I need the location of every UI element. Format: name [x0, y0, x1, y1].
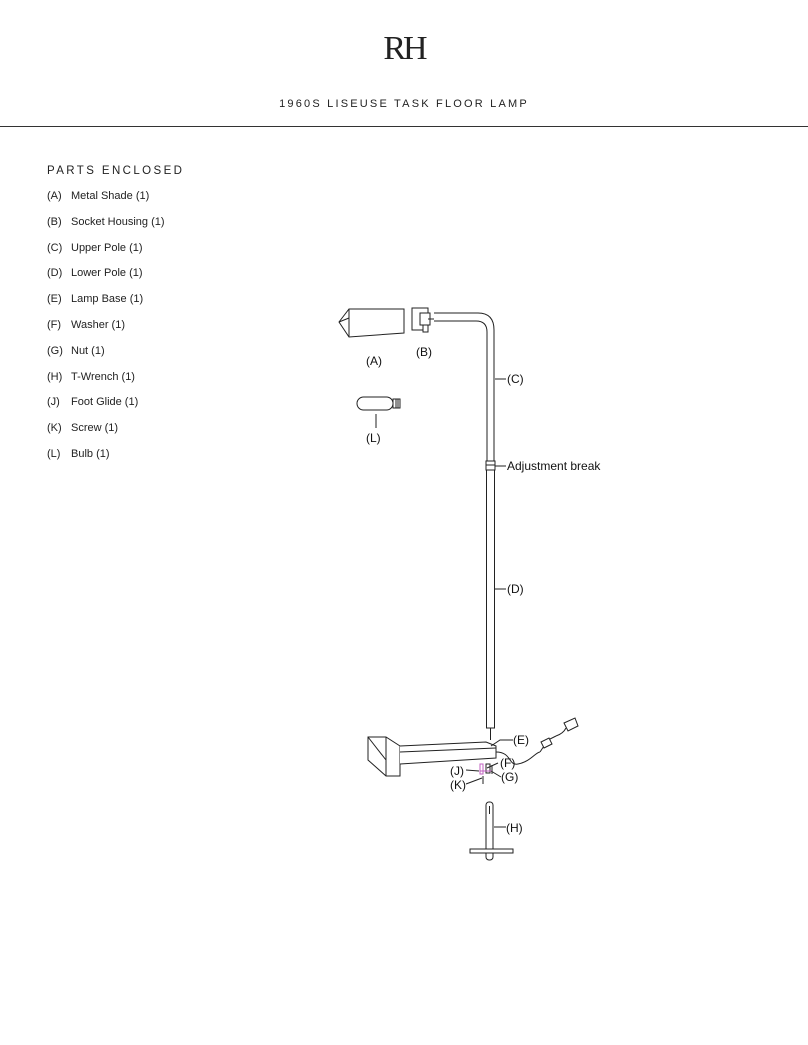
list-item: (C) Upper Pole (1): [47, 242, 165, 268]
list-item: (B) Socket Housing (1): [47, 216, 165, 242]
t-wrench-drawing: [469, 801, 514, 861]
part-code: (C): [47, 241, 63, 254]
part-label: Screw (1): [71, 422, 119, 435]
part-label: Upper Pole (1): [71, 241, 143, 254]
callout-adjustment-break: Adjustment break: [507, 459, 601, 473]
callout-l: (L): [366, 431, 381, 445]
part-label: Socket Housing (1): [71, 215, 165, 228]
socket-housing-drawing: [411, 307, 434, 333]
part-code: (L): [47, 447, 61, 460]
part-code: (D): [47, 267, 63, 280]
part-code: (F): [47, 318, 62, 331]
list-item: (J) Foot Glide (1): [47, 396, 165, 422]
list-item: (D) Lower Pole (1): [47, 267, 165, 293]
lamp-base-drawing: [367, 736, 497, 777]
upper-pole-drawing: [434, 312, 495, 461]
list-item: (K) Screw (1): [47, 422, 165, 448]
lower-pole-drawing: [486, 469, 495, 740]
list-item: (L) Bulb (1): [47, 448, 165, 474]
parts-heading: PARTS ENCLOSED: [47, 165, 185, 177]
list-item: (F) Washer (1): [47, 319, 165, 345]
bulb-drawing: [356, 396, 401, 428]
part-code: (K): [47, 422, 62, 435]
part-label: Nut (1): [71, 344, 105, 357]
part-code: (G): [47, 344, 63, 357]
part-label: Foot Glide (1): [71, 396, 139, 409]
part-label: Bulb (1): [71, 447, 110, 460]
list-item: (A) Metal Shade (1): [47, 190, 165, 216]
callout-c: (C): [507, 372, 524, 386]
brand-logo: RH: [383, 30, 427, 67]
callout-k: (K): [450, 778, 466, 792]
list-item: (G) Nut (1): [47, 345, 165, 371]
parts-list: (A) Metal Shade (1) (B) Socket Housing (1)…: [47, 190, 165, 474]
part-code: (H): [47, 370, 63, 383]
part-label: Lamp Base (1): [71, 293, 144, 306]
callout-g: (G): [501, 770, 518, 784]
part-label: Lower Pole (1): [71, 267, 143, 280]
list-item: (H) T-Wrench (1): [47, 371, 165, 397]
part-label: T-Wrench (1): [71, 370, 135, 383]
callout-d: (D): [507, 582, 524, 596]
power-cord-drawing: [495, 717, 579, 765]
part-label: Washer (1): [71, 318, 125, 331]
part-code: (B): [47, 215, 62, 228]
list-item: (E) Lamp Base (1): [47, 293, 165, 319]
part-code: (J): [47, 396, 60, 409]
adjustment-collar-drawing: [485, 460, 496, 471]
part-code: (E): [47, 293, 62, 306]
part-label: Metal Shade (1): [71, 190, 150, 202]
header-divider: [0, 126, 808, 127]
document-title: 1960S LISEUSE TASK FLOOR LAMP: [279, 98, 529, 110]
callout-f: (F): [500, 756, 515, 770]
callout-j: (J): [450, 764, 464, 778]
callout-a: (A): [366, 354, 382, 368]
metal-shade-drawing: [338, 308, 405, 338]
hardware-drawing: [479, 763, 493, 784]
callout-b: (B): [416, 345, 432, 359]
part-code: (A): [47, 190, 62, 202]
callout-e: (E): [513, 733, 529, 747]
callout-h: (H): [506, 821, 523, 835]
